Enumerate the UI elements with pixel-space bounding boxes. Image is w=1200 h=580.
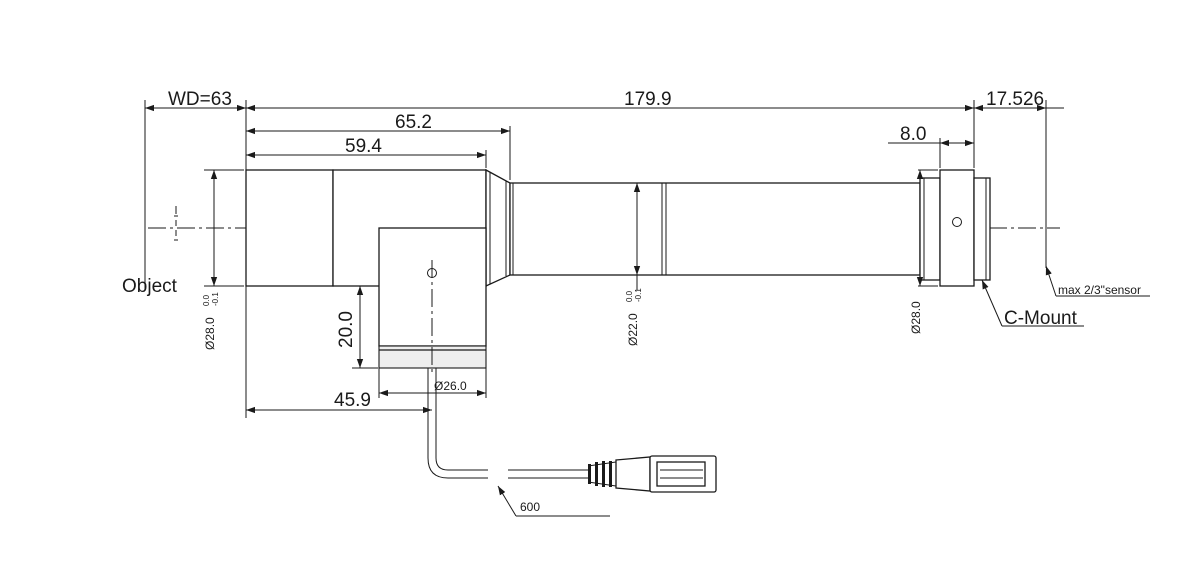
front-tol-lower: -0.1 [211, 292, 220, 306]
front-barrel [245, 169, 334, 287]
fiber-cable [427, 368, 717, 493]
length-to-prism-label: 65.2 [395, 112, 432, 133]
c-mount-label: C-Mount [1004, 308, 1078, 329]
strain-relief [587, 461, 617, 487]
tube-tol-lower: -0.1 [634, 288, 643, 302]
wd-label: WD=63 [168, 89, 232, 110]
mount-thread [973, 177, 991, 281]
svg-text:Ø22.0: Ø22.0 [626, 313, 640, 346]
diameter-symbol: Ø [203, 341, 217, 350]
tube-diameter-text: Ø22.0 0.0 -0.1 [625, 288, 643, 346]
tube-tol-upper: 0.0 [625, 290, 634, 302]
cable-length-leader [497, 485, 517, 517]
light-port [378, 227, 487, 372]
svg-text:Ø28.0: Ø28.0 [909, 301, 923, 334]
mount-diameter-value: 28.0 [909, 301, 923, 325]
port-diameter-text: Ø26.0 [434, 379, 467, 393]
object-plane-mark [174, 206, 178, 241]
port-height-label: 20.0 [336, 311, 357, 348]
diameter-symbol: Ø [434, 379, 443, 393]
cable-length-label: 600 [520, 500, 540, 514]
mount-diameter-text: Ø28.0 [909, 301, 923, 334]
sensor-label: max 2/3"sensor [1058, 283, 1141, 297]
tube-diameter-value: 22.0 [626, 313, 640, 337]
port-offset-label: 45.9 [334, 390, 371, 411]
length-to-step-label: 59.4 [345, 136, 382, 157]
svg-text:Ø28.0: Ø28.0 [203, 317, 217, 350]
sensor-leader [1045, 265, 1057, 297]
mount-length-label: 8.0 [900, 124, 926, 145]
port-diameter-value: 26.0 [443, 379, 467, 393]
rear-adapter [919, 177, 941, 281]
object-label: Object [122, 276, 178, 297]
diameter-symbol: Ø [909, 325, 923, 334]
connector-boot [615, 456, 651, 492]
lens-body [245, 168, 991, 288]
front-diameter-text: Ø28.0 0.0 -0.1 [202, 292, 220, 350]
front-tol-upper: 0.0 [202, 294, 211, 306]
set-screw [952, 217, 962, 227]
c-mount-ring [939, 169, 975, 287]
total-length-label: 179.9 [624, 89, 672, 110]
c-mount-leader [981, 279, 1003, 327]
back-focus-label: 17.526 [986, 89, 1044, 110]
connector-latch [656, 461, 706, 487]
main-tube [509, 182, 921, 276]
diameter-symbol: Ø [626, 337, 640, 346]
front-diameter-value: 28.0 [203, 317, 217, 341]
